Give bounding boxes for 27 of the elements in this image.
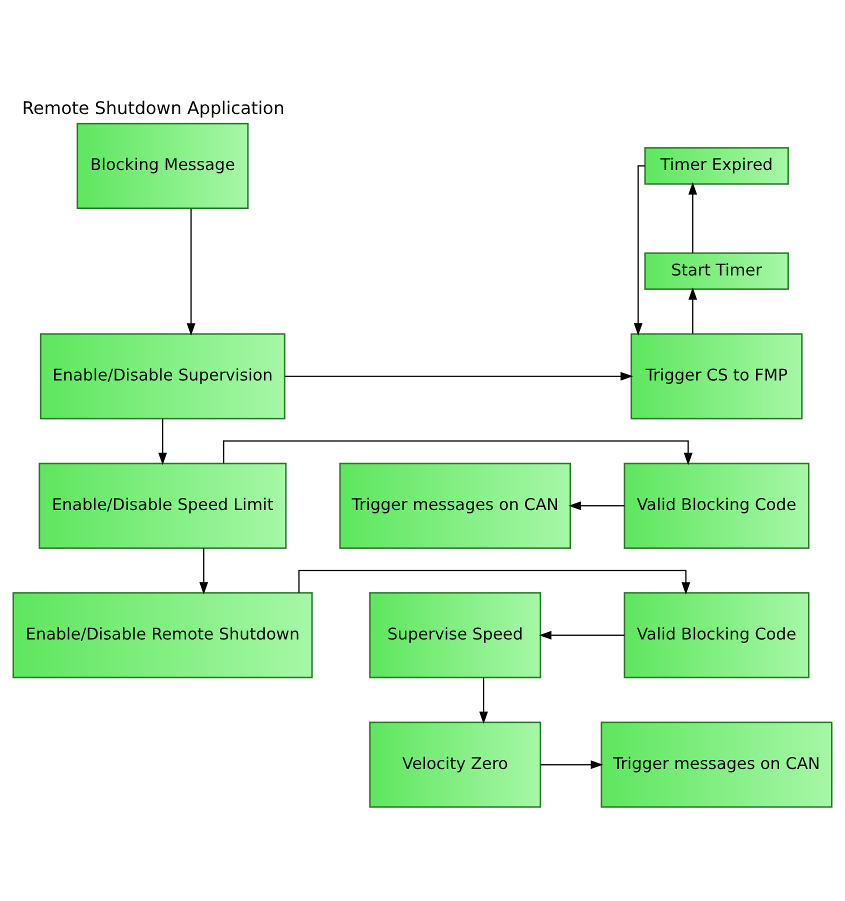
node-box: Enable/Disable Remote Shutdown [12, 592, 313, 678]
arrow [199, 548, 208, 594]
node-box: Enable/Disable Speed Limit [38, 462, 287, 548]
arrow [158, 418, 167, 465]
node-box: Enable/Disable Supervision [40, 332, 286, 419]
arrow [223, 440, 693, 465]
diagram-title: Remote Shutdown Application [22, 98, 284, 118]
arrow [688, 182, 698, 252]
node-box: Start Timer [644, 252, 789, 290]
node-box: Trigger messages on CAN [339, 462, 572, 548]
node-box: Blocking Message [76, 122, 249, 208]
arrow [298, 569, 690, 594]
node-box: Trigger messages on CAN [600, 721, 832, 808]
arrow [568, 500, 624, 510]
node-box: Valid Blocking Code [624, 592, 810, 678]
arrow [186, 208, 196, 336]
arrow [538, 630, 624, 640]
node-box: Valid Blocking Code [624, 462, 810, 548]
node-box: Supervise Speed [369, 592, 542, 678]
arrow [634, 164, 645, 336]
arrow [540, 760, 604, 769]
arrow [688, 286, 698, 334]
arrow [479, 677, 488, 724]
node-box: Timer Expired [644, 146, 789, 184]
node-box: Velocity Zero [369, 721, 542, 808]
node-box: Trigger CS to FMP [630, 332, 803, 419]
arrow [284, 371, 634, 380]
